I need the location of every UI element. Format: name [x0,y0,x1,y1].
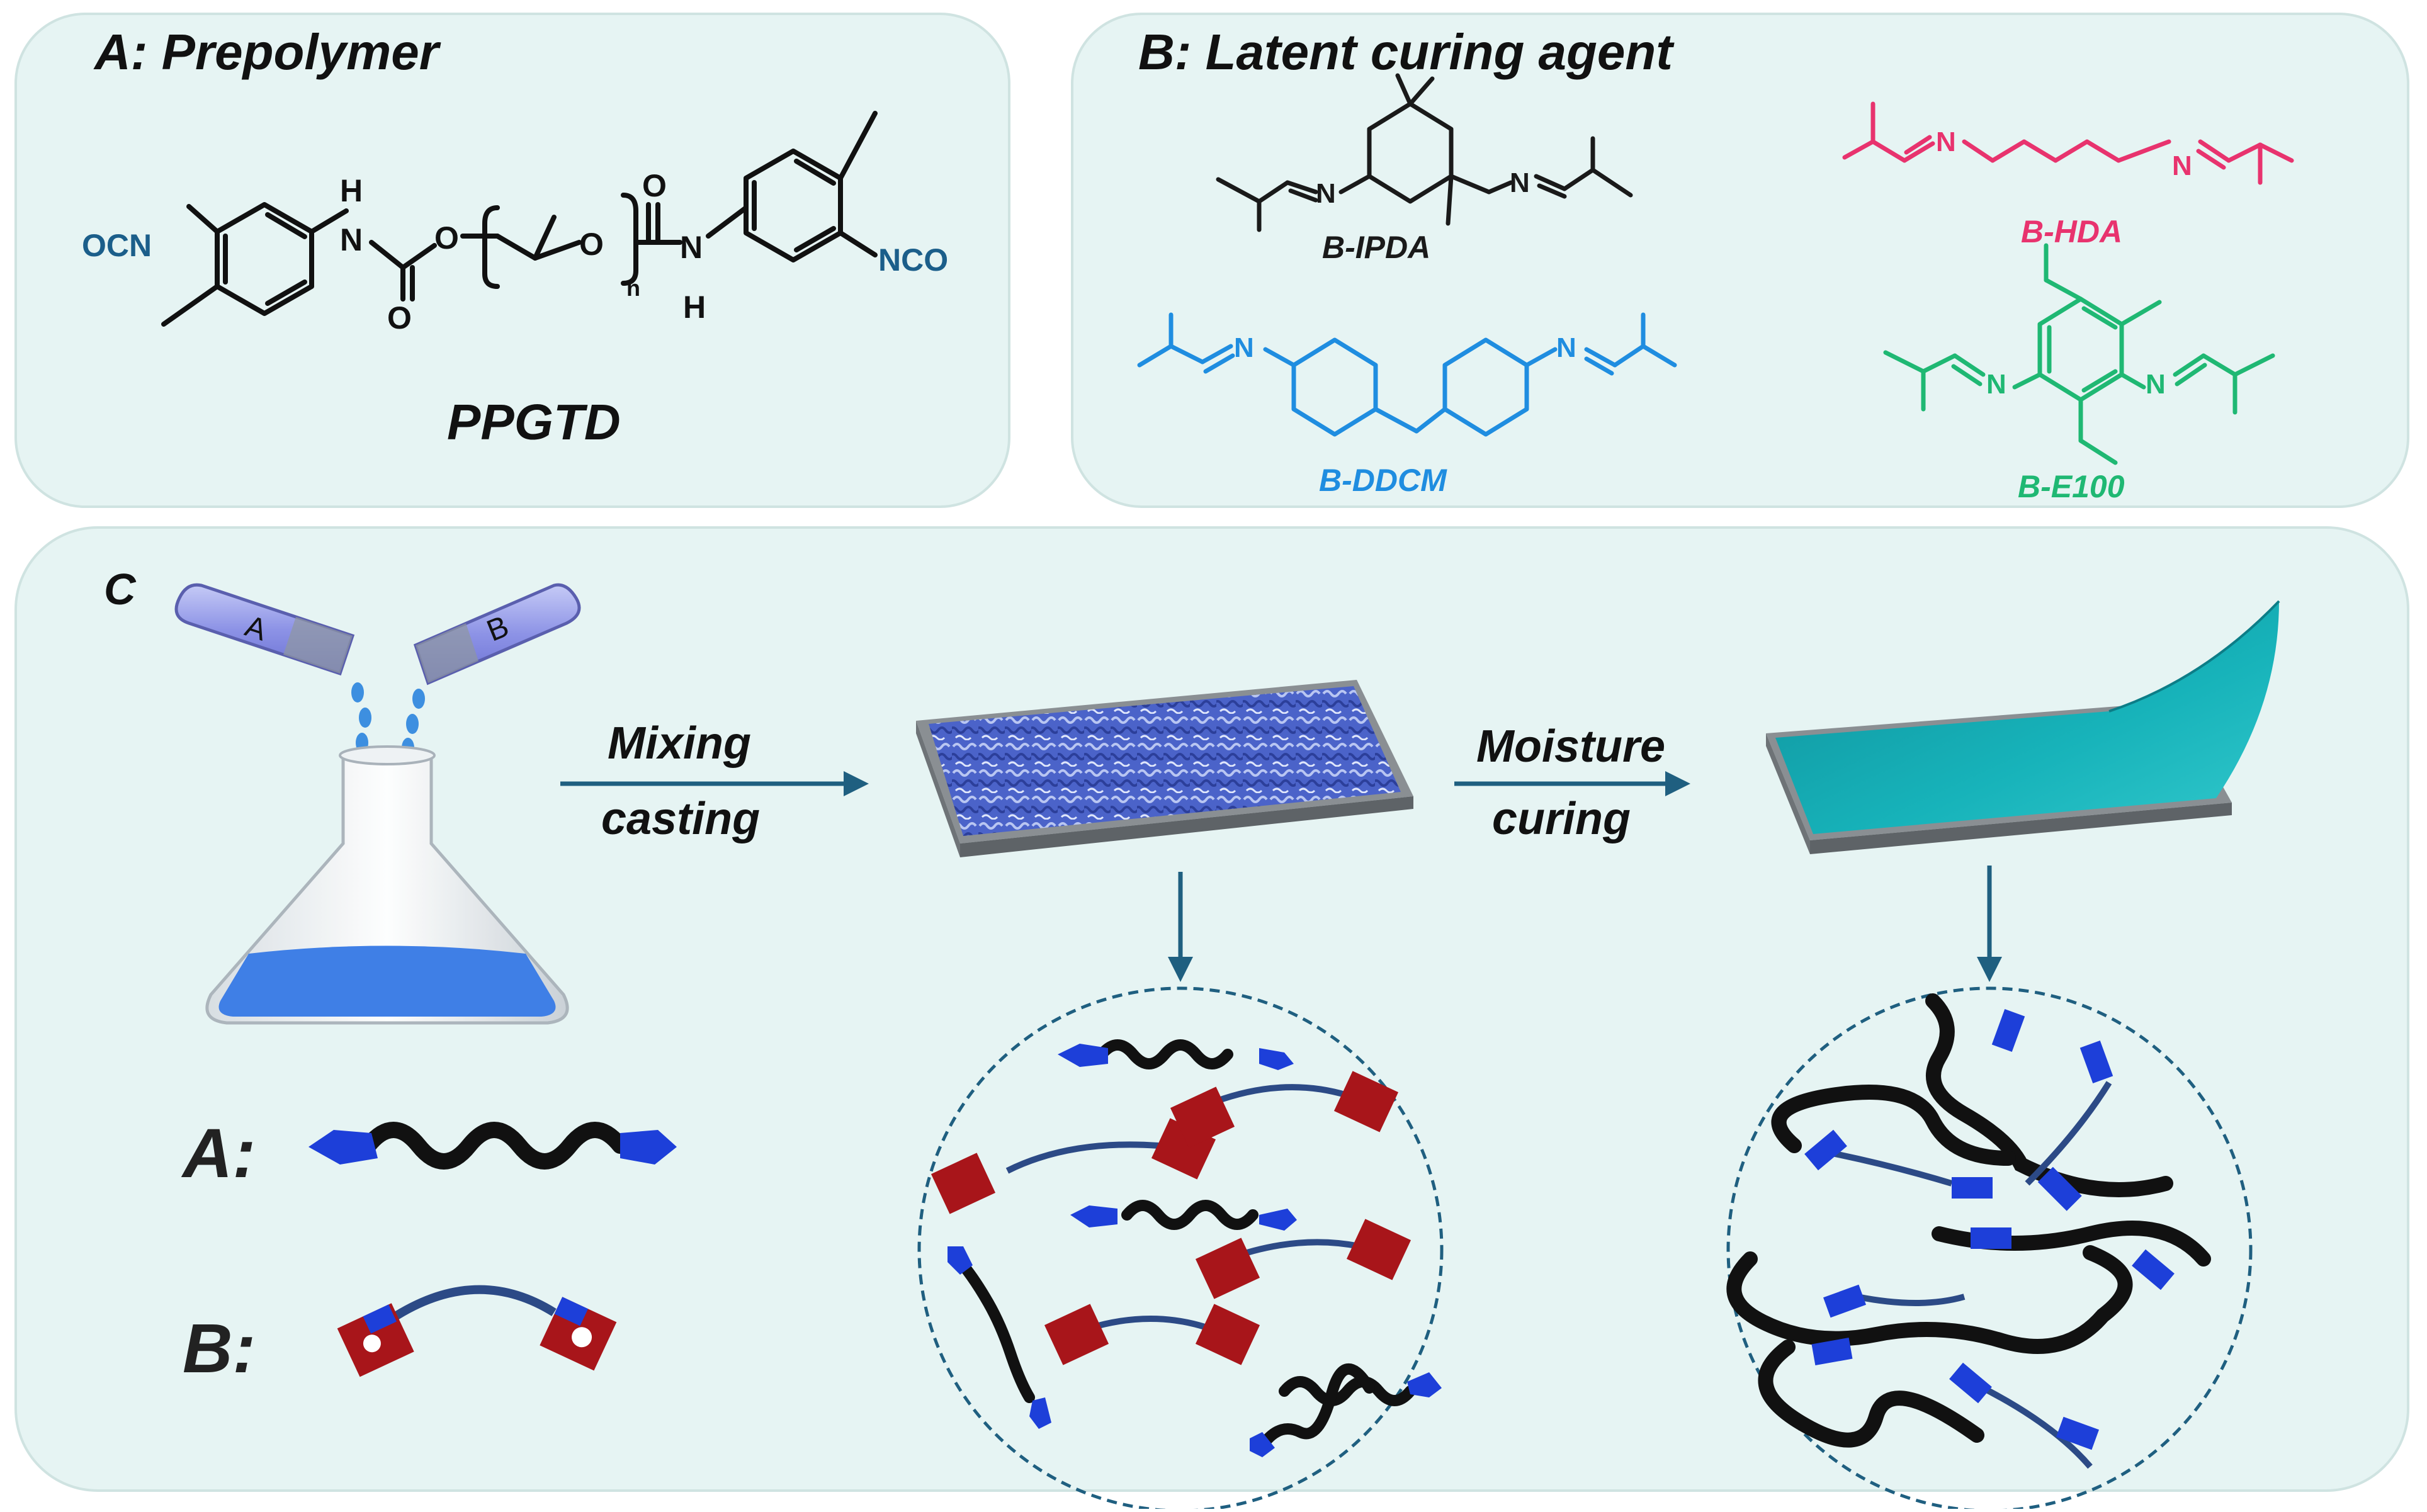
end-cap-left [308,1130,378,1165]
atom-o-ester-1: O [434,220,459,256]
repeat-subscript: n [626,275,640,301]
test-tube-a: A [174,583,355,676]
step2-line1: Moisture [1476,721,1665,772]
down-arrowhead-cured [1977,957,2002,982]
panel-b-background [1071,13,2409,508]
legend-b-label: B: [183,1310,256,1387]
atom-n-e100-right: N [2146,369,2166,400]
panel-b: B: Latent curing agent N N B-IPDA N [1071,13,2409,508]
atom-n-ipda-right: N [1510,167,1530,198]
label-b-hda: B-HDA [2021,214,2122,249]
atom-o-carbonyl-2: O [642,168,667,203]
legend-a-label: A: [181,1115,256,1192]
atom-nco: NCO [878,242,948,278]
atom-o-ether: O [579,227,604,262]
test-tube-b: B [413,583,581,685]
step2-line2: curing [1492,794,1631,844]
step1-arrowhead [844,771,869,796]
panel-b-title: B: Latent curing agent [1138,24,1675,80]
mixture-magnified-circle [917,986,1444,1512]
atom-n-e100-left: N [1986,369,2006,400]
step1-line1: Mixing [608,718,751,769]
panel-a-title: A: Prepolymer [93,24,441,80]
legend-b-molecule [337,1285,617,1377]
structure-b-hda [1842,101,2294,185]
atom-n-ddcm-right: N [1556,332,1576,363]
panel-c-label: C [104,565,137,614]
atom-n2: N [680,230,703,265]
mixed-film-tray [916,680,1413,857]
atom-n-ipda-left: N [1316,178,1336,209]
compound-name-ppgtd: PPGTD [447,394,621,450]
step1-line2: casting [601,794,760,844]
down-arrowhead-mixed [1168,957,1193,982]
atom-n1: N [340,222,363,257]
structure-b-ddcm [1137,312,1677,437]
end-cap-right [620,1130,677,1165]
panel-a: A: Prepolymer OCN N H O O O [14,13,1010,508]
atom-ocn: OCN [82,228,152,263]
atom-n-ddcm-left: N [1234,332,1254,363]
network-magnified-circle [1726,986,2253,1512]
step2-arrowhead [1665,771,1690,796]
atom-o-carbonyl-1: O [387,300,412,336]
atom-h1: H [340,173,363,208]
structure-b-e100 [1883,243,2275,465]
erlenmeyer-flask [205,745,569,1025]
legend-a-chain [308,1122,677,1170]
label-b-ipda: B-IPDA [1322,230,1430,265]
structure-b-ipda [1216,73,1633,232]
ppgtd-structure: OCN N H O O O n O N H [82,111,948,336]
atom-n-hda-right: N [2172,150,2192,181]
atom-h2: H [683,290,706,325]
panel-a-background [14,13,1010,508]
label-b-ddcm: B-DDCM [1319,463,1447,498]
cured-film-tray [1766,600,2280,854]
atom-n-hda-left: N [1936,127,1956,157]
label-b-e100: B-E100 [2018,469,2125,504]
panel-c: C A B Mixing casting [14,526,2409,1512]
